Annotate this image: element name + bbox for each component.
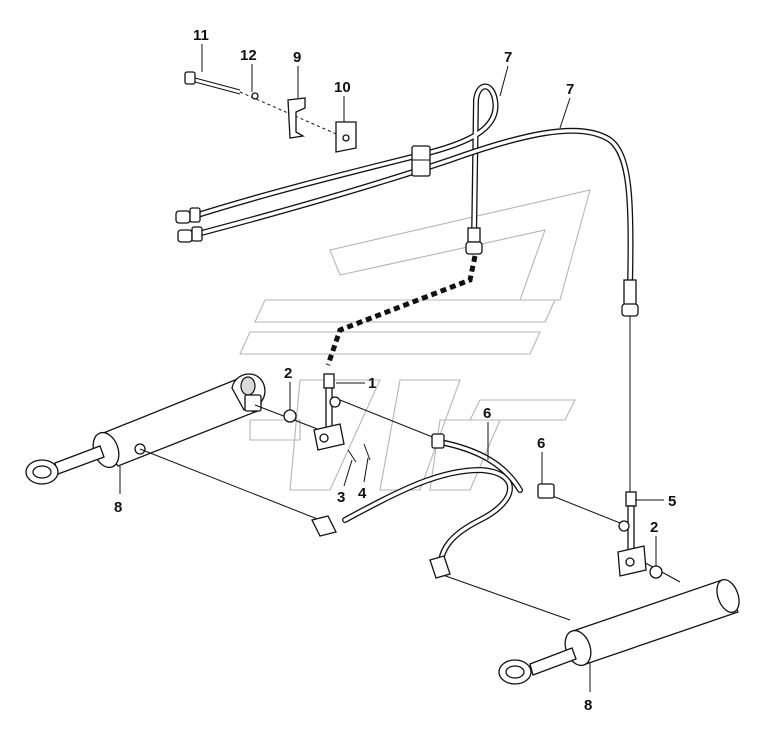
bolt-assembly	[184, 71, 357, 153]
leader-lines	[119, 44, 664, 692]
callout-6-upper: 6	[483, 405, 491, 422]
callout-7-upper: 7	[504, 49, 512, 66]
cylinder-left	[25, 373, 266, 485]
callout-6-lower: 6	[537, 435, 545, 452]
callout-8-right: 8	[584, 697, 592, 714]
callout-2-right: 2	[650, 519, 658, 536]
hose-end-fittings-left	[175, 207, 203, 243]
callout-9: 9	[293, 49, 301, 66]
callout-3: 3	[337, 489, 345, 506]
cylinder-right	[498, 579, 740, 685]
watermark-logo	[239, 189, 591, 491]
thin-connection-lines	[139, 399, 681, 621]
callout-10: 10	[334, 79, 351, 96]
callout-7-right: 7	[566, 81, 574, 98]
lower-fittings	[283, 373, 663, 579]
hose-clamp-block	[411, 145, 431, 177]
hose-fitting-center	[465, 227, 483, 255]
callout-8-left: 8	[114, 499, 122, 516]
dashed-connection-line	[325, 255, 478, 366]
callout-4: 4	[358, 485, 367, 502]
callout-1: 1	[368, 375, 376, 392]
hose-lower	[342, 439, 523, 573]
hose-fitting-right	[621, 279, 639, 317]
callout-labels: 11 12 9 10 7 7 1 2 6 6 3 4 5 2 8 8	[114, 27, 676, 714]
callout-5: 5	[668, 493, 676, 510]
callout-11: 11	[193, 27, 209, 44]
callout-12: 12	[240, 47, 257, 64]
hose-pair-upper	[185, 83, 634, 288]
callout-2-left: 2	[284, 365, 292, 382]
